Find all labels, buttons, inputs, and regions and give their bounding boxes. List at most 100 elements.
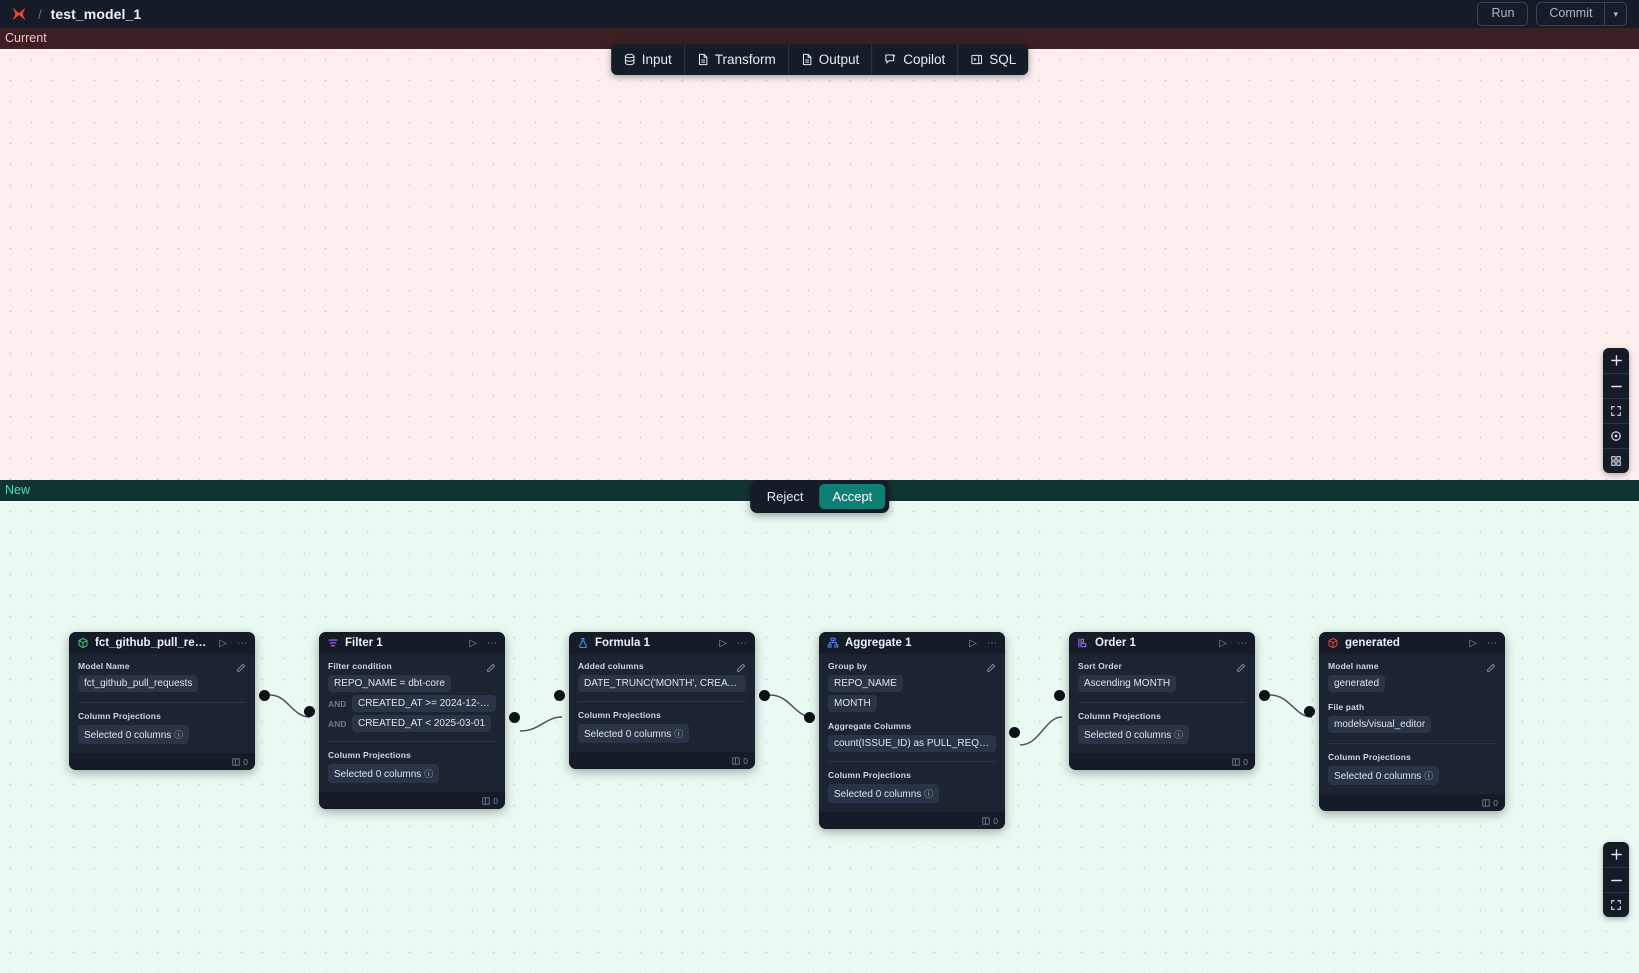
play-icon[interactable]: ▷	[1219, 637, 1227, 649]
tool-sql[interactable]: SQL	[957, 44, 1028, 75]
port-in-order[interactable]	[1054, 690, 1065, 701]
lock-target-icon[interactable]	[1603, 423, 1629, 448]
reject-button[interactable]: Reject	[754, 484, 817, 509]
aggregate-columns-chip[interactable]: count(ISSUE_ID) as PULL_REQUEST_…	[828, 735, 996, 752]
sort-order-chip[interactable]: Ascending MONTH	[1078, 675, 1177, 693]
canvas-current[interactable]	[0, 49, 1639, 480]
node-order-1[interactable]: Order 1 ▷ ⋯ Sort Order Ascending MONTH C…	[1069, 632, 1255, 770]
model-name-chip[interactable]: generated	[1328, 675, 1386, 693]
ellipsis-icon[interactable]: ⋯	[1487, 637, 1497, 649]
pencil-icon[interactable]	[1486, 660, 1496, 678]
section-file-path: File path models/visual_editor	[1328, 702, 1496, 734]
tool-output[interactable]: Output	[787, 44, 872, 75]
port-out-source[interactable]	[259, 690, 270, 701]
node-generated[interactable]: generated ▷ ⋯ Model name generated File …	[1319, 632, 1505, 811]
port-out-order[interactable]	[1259, 690, 1270, 701]
node-body: Sort Order Ascending MONTH Column Projec…	[1069, 654, 1255, 753]
fit-screen-icon[interactable]	[1603, 892, 1629, 917]
accept-button[interactable]: Accept	[819, 484, 886, 509]
play-icon[interactable]: ▷	[219, 637, 227, 649]
play-icon[interactable]: ▷	[969, 637, 977, 649]
node-footer: 0	[319, 792, 505, 809]
chevron-down-icon[interactable]: ▾	[1604, 3, 1626, 25]
node-fct-github-pull-requests[interactable]: fct_github_pull_requests ▷ ⋯ Model Name …	[69, 632, 255, 770]
port-out-formula[interactable]	[759, 690, 770, 701]
section-label: Model name	[1328, 661, 1379, 671]
app-logo-x-icon[interactable]	[8, 3, 30, 25]
added-columns-chip[interactable]: DATE_TRUNC('MONTH', CREATED_AT…	[578, 675, 746, 692]
tool-transform[interactable]: Transform	[683, 44, 788, 75]
filter-condition-chip[interactable]: REPO_NAME = dbt-core	[328, 675, 451, 692]
model-name-chip[interactable]: fct_github_pull_requests	[78, 675, 199, 693]
ellipsis-icon[interactable]: ⋯	[737, 637, 747, 649]
zoom-in-button[interactable]	[1603, 842, 1629, 867]
info-icon[interactable]: ⓘ	[1424, 771, 1434, 781]
port-in-aggregate[interactable]	[804, 712, 815, 723]
node-header: Order 1 ▷ ⋯	[1069, 632, 1255, 654]
info-icon[interactable]: ⓘ	[924, 789, 934, 799]
section-filter-condition: Filter condition REPO_NAME = dbt-core AN…	[328, 661, 496, 732]
node-formula-1[interactable]: Formula 1 ▷ ⋯ Added columns DATE_TRUNC('…	[569, 632, 755, 769]
pencil-icon[interactable]	[736, 660, 746, 678]
conjunction-label: AND	[328, 718, 347, 729]
section-sort-order: Sort Order Ascending MONTH	[1078, 661, 1246, 693]
tool-copilot[interactable]: Copilot	[871, 44, 957, 75]
pencil-icon[interactable]	[236, 660, 246, 678]
ellipsis-icon[interactable]: ⋯	[487, 637, 497, 649]
page-title: test_model_1	[50, 6, 142, 22]
grid-icon[interactable]	[1603, 448, 1629, 473]
zoom-in-button[interactable]	[1603, 348, 1629, 373]
conjunction-label: AND	[328, 698, 347, 709]
ellipsis-icon[interactable]: ⋯	[1237, 637, 1247, 649]
play-icon[interactable]: ▷	[469, 637, 477, 649]
file-path-chip[interactable]: models/visual_editor	[1328, 716, 1432, 734]
info-icon[interactable]: ⓘ	[174, 730, 184, 740]
filter-condition-row: AND CREATED_AT < 2025-03-01	[328, 715, 496, 732]
filter-condition-chip[interactable]: CREATED_AT >= 2024-12-01	[352, 695, 496, 712]
group-by-chip[interactable]: MONTH	[828, 695, 877, 712]
zoom-out-button[interactable]	[1603, 373, 1629, 398]
tool-input[interactable]: Input	[611, 44, 684, 75]
group-by-row: REPO_NAME	[828, 675, 996, 692]
group-by-chip[interactable]: REPO_NAME	[828, 675, 903, 692]
port-out-aggregate[interactable]	[1009, 727, 1020, 738]
ellipsis-icon[interactable]: ⋯	[237, 637, 247, 649]
port-in-formula[interactable]	[554, 690, 565, 701]
node-filter-1[interactable]: Filter 1 ▷ ⋯ Filter condition REPO_NAME …	[319, 632, 505, 809]
filter-condition-chip[interactable]: CREATED_AT < 2025-03-01	[352, 715, 492, 732]
play-icon[interactable]: ▷	[719, 637, 727, 649]
info-icon[interactable]: ⓘ	[424, 769, 434, 779]
ellipsis-icon[interactable]: ⋯	[987, 637, 997, 649]
play-icon[interactable]: ▷	[1469, 637, 1477, 649]
pencil-icon[interactable]	[1236, 660, 1246, 678]
pane-current-label: Current	[0, 28, 1639, 49]
database-icon	[624, 53, 634, 66]
info-icon[interactable]: ⓘ	[674, 729, 684, 739]
tool-sql-label: SQL	[989, 52, 1017, 67]
pencil-icon[interactable]	[486, 660, 496, 678]
pencil-icon[interactable]	[986, 660, 996, 678]
node-aggregate-1[interactable]: Aggregate 1 ▷ ⋯ Group by REPO_NAME	[819, 632, 1005, 829]
run-button[interactable]: Run	[1477, 2, 1529, 26]
chip-text: Selected 0 columns	[1334, 771, 1422, 782]
zoom-out-button[interactable]	[1603, 867, 1629, 892]
port-in-filter[interactable]	[304, 706, 315, 717]
node-header: Aggregate 1 ▷ ⋯	[819, 632, 1005, 654]
fit-screen-icon[interactable]	[1603, 398, 1629, 423]
commit-button[interactable]: Commit	[1549, 6, 1593, 20]
node-body: Group by REPO_NAME MONTH Aggregate Colum…	[819, 654, 1005, 812]
pane-new: New	[0, 480, 1639, 973]
commit-button-group[interactable]: Commit ▾	[1536, 2, 1627, 26]
info-icon[interactable]: ⓘ	[1174, 730, 1184, 740]
port-in-generated[interactable]	[1304, 706, 1315, 717]
canvas-new[interactable]: fct_github_pull_requests ▷ ⋯ Model Name …	[0, 501, 1639, 973]
port-out-filter[interactable]	[509, 712, 520, 723]
node-header: Filter 1 ▷ ⋯	[319, 632, 505, 654]
